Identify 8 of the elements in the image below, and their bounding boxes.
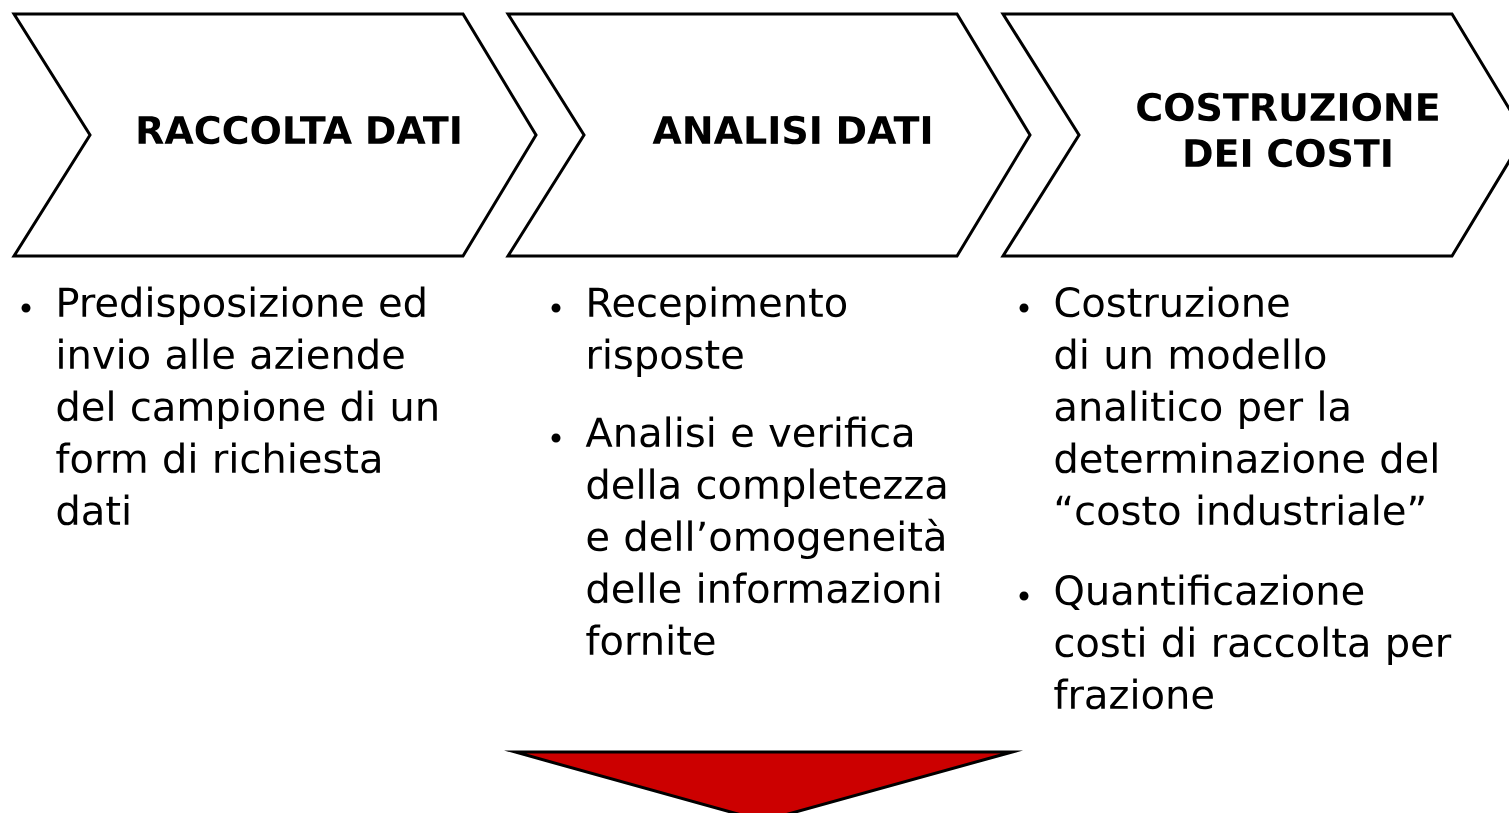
bullet-text: Recepimento risposte bbox=[589, 286, 847, 378]
bullet-text: Quantificazione costi di raccolta per frazione bbox=[1054, 574, 1452, 710]
bullet-text: Predisposizione ed invio alle aziende del campione di un form di richiesta dati bbox=[56, 286, 437, 526]
bullet-text: Costruzione di un modello analitico per la determinazione del “costo industriale” bbox=[1055, 286, 1437, 526]
chevron-step: COSTRUZIONE DEI COSTI bbox=[1000, 12, 1509, 258]
chevron-step: RACCOLTA DATI bbox=[11, 12, 538, 258]
bullet-text: Analisi e verifica della completezza e dell’omogeneità delle informazioni fornite bbox=[585, 416, 946, 656]
chevron-step: ANALISI DATI bbox=[505, 12, 1032, 258]
